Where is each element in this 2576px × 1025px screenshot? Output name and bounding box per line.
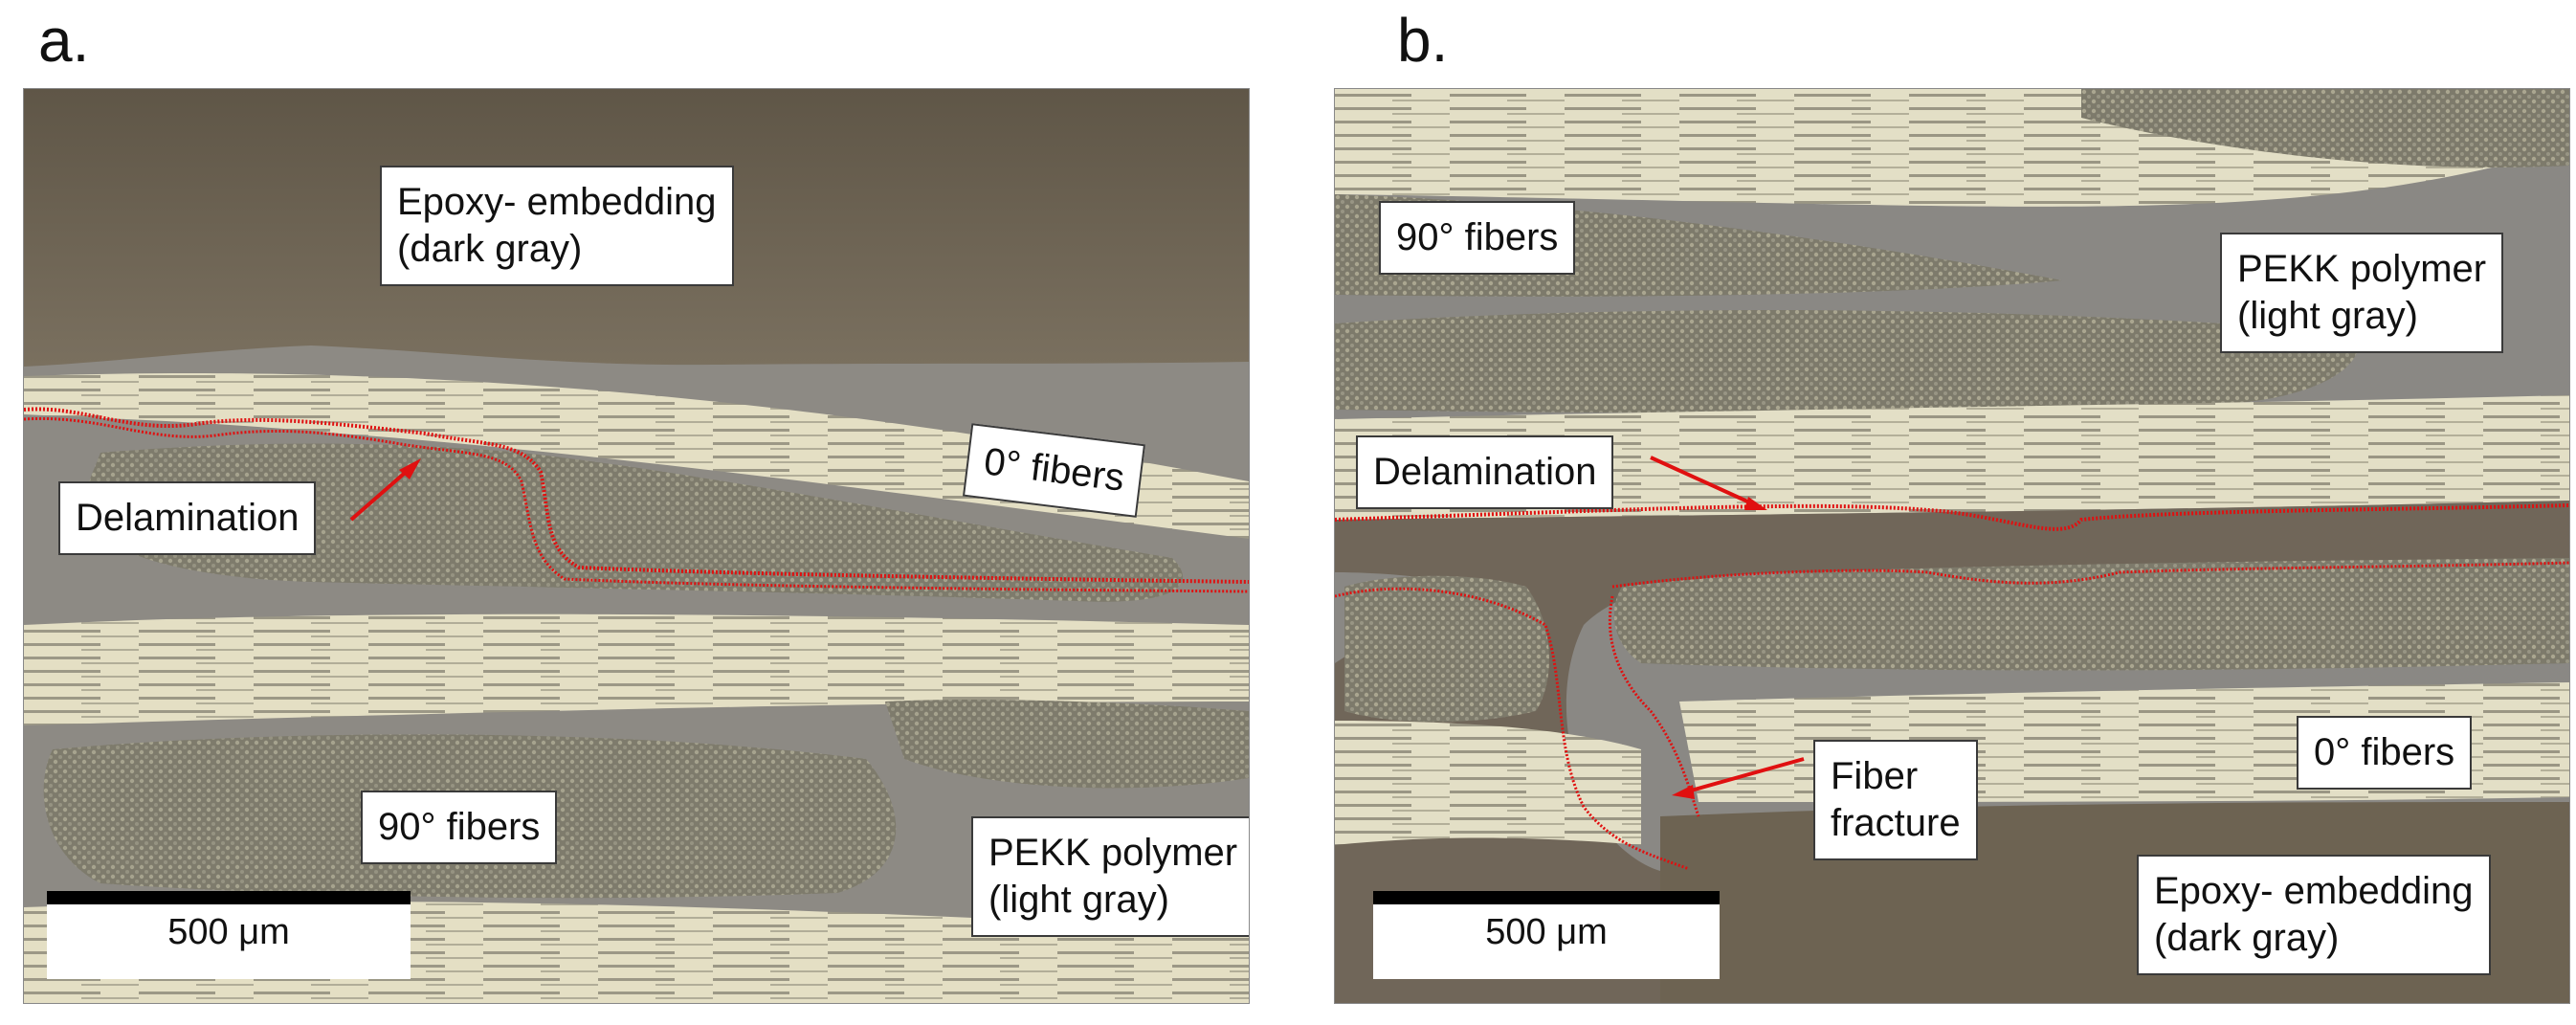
delamination-arrow-b <box>1650 456 1757 507</box>
panel-b-micrograph: 90° fibers PEKK polymer (light gray) Del… <box>1334 88 2570 1004</box>
scale-bar-b: 500 μm <box>1373 891 1720 979</box>
delaminated-zone-b <box>1335 501 2569 1003</box>
delamination-outline-a <box>24 407 1249 584</box>
label-zero-fibers-b: 0° fibers <box>2297 716 2473 790</box>
fracture-arrowhead-b <box>1672 785 1695 799</box>
scale-bar-line-a <box>47 891 411 904</box>
label-ninety-fibers-b: 90° fibers <box>1379 201 1576 275</box>
ninety-fiber-tow-a-upper <box>81 443 1184 602</box>
panel-b-letter: b. <box>1397 6 1449 75</box>
label-delamination-b: Delamination <box>1356 435 1614 509</box>
scale-bar-label-a: 500 μm <box>167 912 290 952</box>
zero-fiber-band-a-top <box>24 373 1249 539</box>
ninety-fiber-tow-b-lower-left <box>1344 575 1549 723</box>
ninety-fiber-tow-b-second <box>1335 310 2360 413</box>
ninety-fiber-tow-b-topright <box>2081 89 2569 167</box>
zero-fiber-band-a-middle <box>24 613 1249 725</box>
label-fiber-fracture-b: Fiber fracture <box>1813 740 1978 860</box>
scale-bar-line-b <box>1373 891 1720 904</box>
label-delamination-a: Delamination <box>58 481 317 555</box>
label-pekk-b: PEKK polymer (light gray) <box>2220 233 2504 353</box>
delamination-arrow-a <box>349 465 413 522</box>
zero-fiber-band-b-middle <box>1335 395 2569 520</box>
fracture-outline-b <box>1335 587 1690 871</box>
label-epoxy-a: Epoxy- embedding (dark gray) <box>380 166 734 286</box>
scale-bar-label-b: 500 μm <box>1485 912 1608 952</box>
zero-fiber-band-b-lower-left <box>1335 721 1641 845</box>
fracture-arrow-b <box>1683 757 1805 794</box>
ninety-fiber-tow-a-right <box>885 700 1249 789</box>
delamination-arrowhead-b <box>1744 497 1767 510</box>
label-ninety-fibers-a: 90° fibers <box>361 791 558 864</box>
label-pekk-a: PEKK polymer (light gray) <box>971 816 1249 937</box>
delamination-outline-b-upper <box>1335 503 2569 531</box>
ninety-fiber-tow-b-lower-right <box>1613 558 2569 671</box>
delamination-outline-b-middle <box>1611 561 2569 589</box>
delamination-arrowhead-a <box>399 458 421 479</box>
label-epoxy-b: Epoxy- embedding (dark gray) <box>2137 855 2491 975</box>
delamination-outline-a-lower <box>24 416 1249 593</box>
panel-a-letter: a. <box>38 6 90 75</box>
panel-a-micrograph: Epoxy- embedding (dark gray) 0° fibers D… <box>23 88 1250 1004</box>
scale-bar-a: 500 μm <box>47 891 411 979</box>
